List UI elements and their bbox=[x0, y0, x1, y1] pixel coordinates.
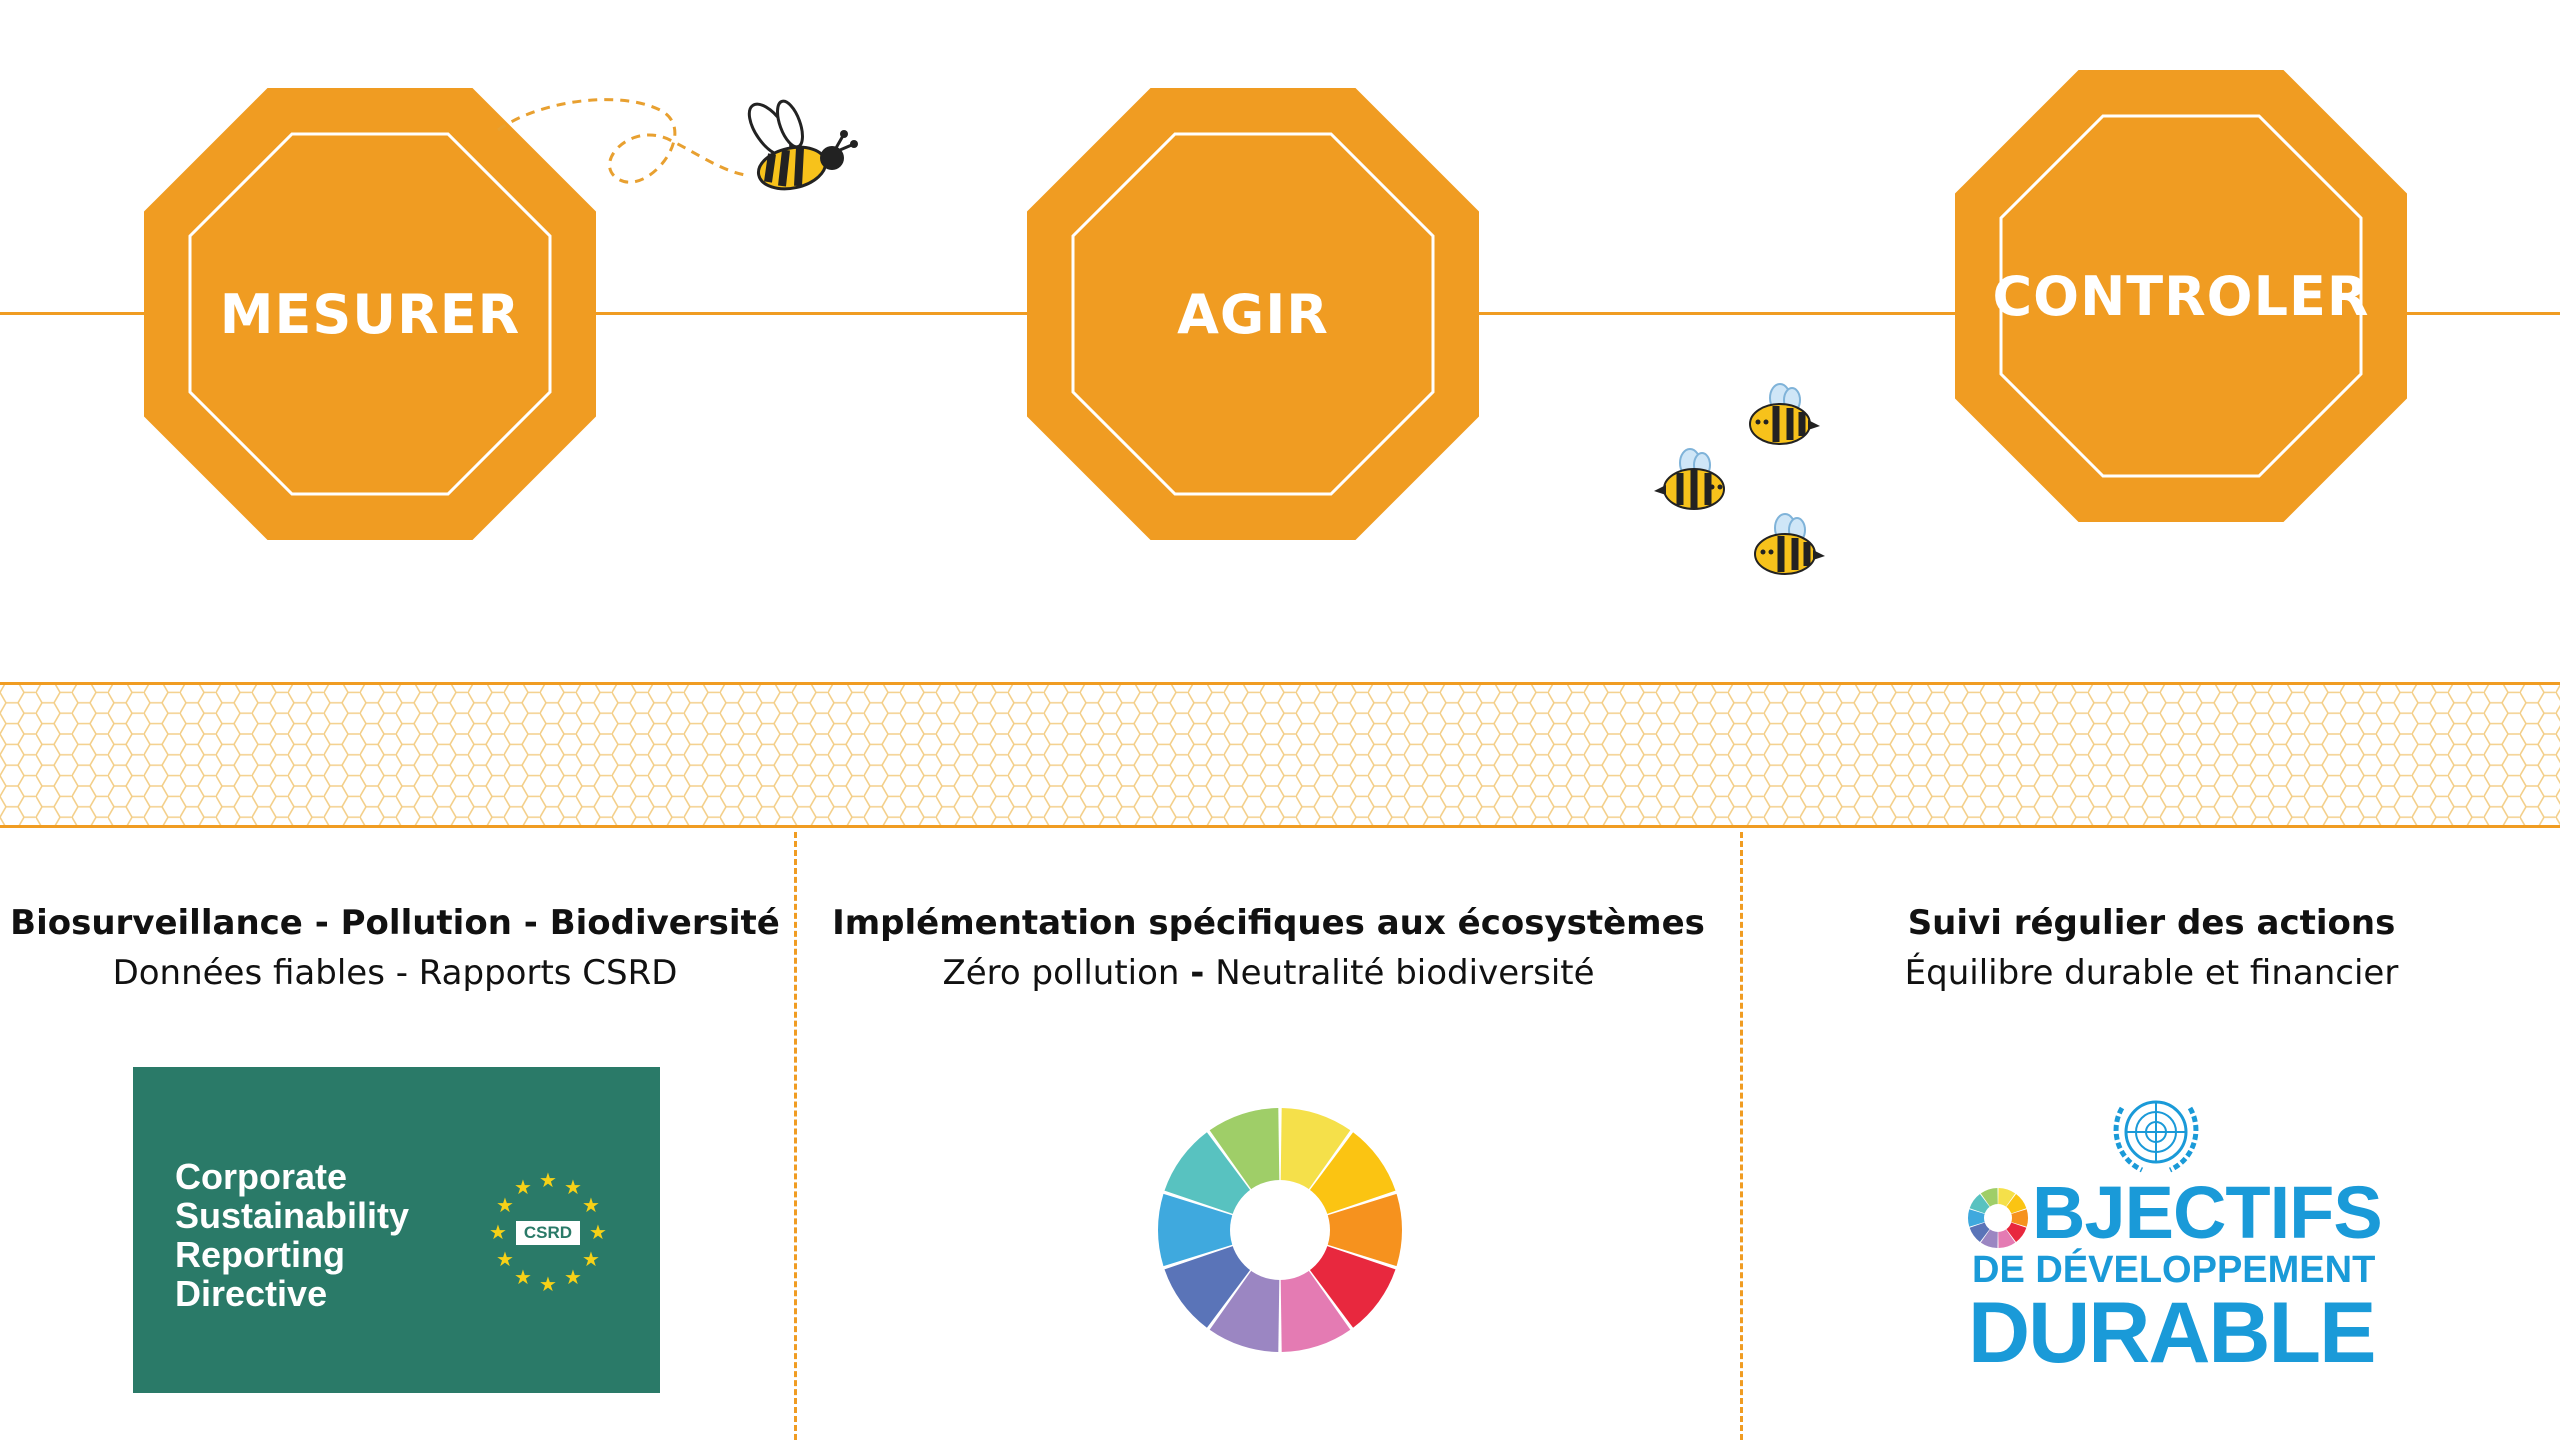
bee-icon bbox=[747, 99, 858, 191]
svg-text:★: ★ bbox=[514, 1175, 532, 1199]
column-controler: Suivi régulier des actions Équilibre dur… bbox=[1743, 898, 2560, 998]
bee-trail bbox=[497, 98, 746, 184]
svg-text:★: ★ bbox=[489, 1220, 507, 1244]
svg-text:★: ★ bbox=[582, 1193, 600, 1217]
svg-text:★: ★ bbox=[539, 1272, 557, 1296]
step-label: AGIR bbox=[1177, 282, 1329, 346]
column-subtitle: Équilibre durable et financier bbox=[1904, 953, 2399, 993]
column-separator bbox=[1740, 832, 1743, 1440]
honeycomb-pattern bbox=[0, 682, 2560, 828]
column-mesurer: Biosurveillance - Pollution - Biodiversi… bbox=[0, 898, 790, 998]
svg-text:★: ★ bbox=[496, 1193, 514, 1217]
sdg-title: BJECTIFS bbox=[2032, 1171, 2383, 1254]
sdg-wheel-icon bbox=[1158, 1108, 1402, 1352]
column-subtitle: Données fiables - Rapports CSRD bbox=[112, 953, 678, 993]
eu-stars-icon: ★★★ ★★★ ★★★ ★★★ bbox=[489, 1169, 607, 1296]
wheel-segment bbox=[1998, 1209, 2028, 1227]
un-emblem-icon bbox=[2113, 1100, 2199, 1173]
subtitle-part: Zéro pollution bbox=[942, 953, 1180, 993]
bee-group bbox=[1654, 383, 1825, 575]
step-mesurer: MESURER bbox=[138, 82, 602, 546]
csrd-badge: CSRD bbox=[523, 1223, 573, 1242]
column-agir: Implémentation spécifiques aux écosystèm… bbox=[797, 898, 1740, 998]
csrd-logo: Corporate Sustainability Reporting Direc… bbox=[133, 1067, 660, 1393]
column-title: Biosurveillance - Pollution - Biodiversi… bbox=[10, 903, 780, 943]
svg-text:★: ★ bbox=[564, 1265, 582, 1289]
svg-text:★: ★ bbox=[589, 1220, 607, 1244]
csrd-logo-text: Corporate Sustainability Reporting Direc… bbox=[175, 1156, 410, 1314]
subtitle-separator: - bbox=[1190, 953, 1205, 993]
svg-text:★: ★ bbox=[582, 1247, 600, 1271]
wheel-segment bbox=[1158, 1193, 1280, 1267]
column-title: Implémentation spécifiques aux écosystèm… bbox=[832, 903, 1705, 943]
bee-icon bbox=[1654, 448, 1725, 510]
wheel-segment bbox=[1968, 1209, 1998, 1227]
sdg-subtitle: DE DÉVELOPPEMENT bbox=[1972, 1249, 2376, 1291]
bee-icon bbox=[1749, 383, 1820, 445]
wheel-segment bbox=[1280, 1193, 1402, 1267]
step-label: MESURER bbox=[219, 282, 521, 346]
svg-text:★: ★ bbox=[514, 1265, 532, 1289]
svg-text:★: ★ bbox=[539, 1169, 557, 1192]
bee-icon bbox=[1754, 513, 1825, 575]
sdg-durable: DURABLE bbox=[1968, 1285, 2376, 1381]
column-title: Suivi régulier des actions bbox=[1907, 903, 2396, 943]
step-controler: CONTROLER bbox=[1949, 64, 2413, 528]
svg-text:★: ★ bbox=[496, 1247, 514, 1271]
column-subtitle: Zéro pollution - Neutralité biodiversité bbox=[797, 948, 1740, 998]
svg-text:★: ★ bbox=[564, 1175, 582, 1199]
column-separator bbox=[794, 832, 797, 1440]
subtitle-part: Neutralité biodiversité bbox=[1215, 953, 1595, 993]
step-label: CONTROLER bbox=[1992, 264, 2370, 328]
step-agir: AGIR bbox=[1021, 82, 1485, 546]
sdg-o-wheel-icon bbox=[1968, 1188, 2028, 1248]
